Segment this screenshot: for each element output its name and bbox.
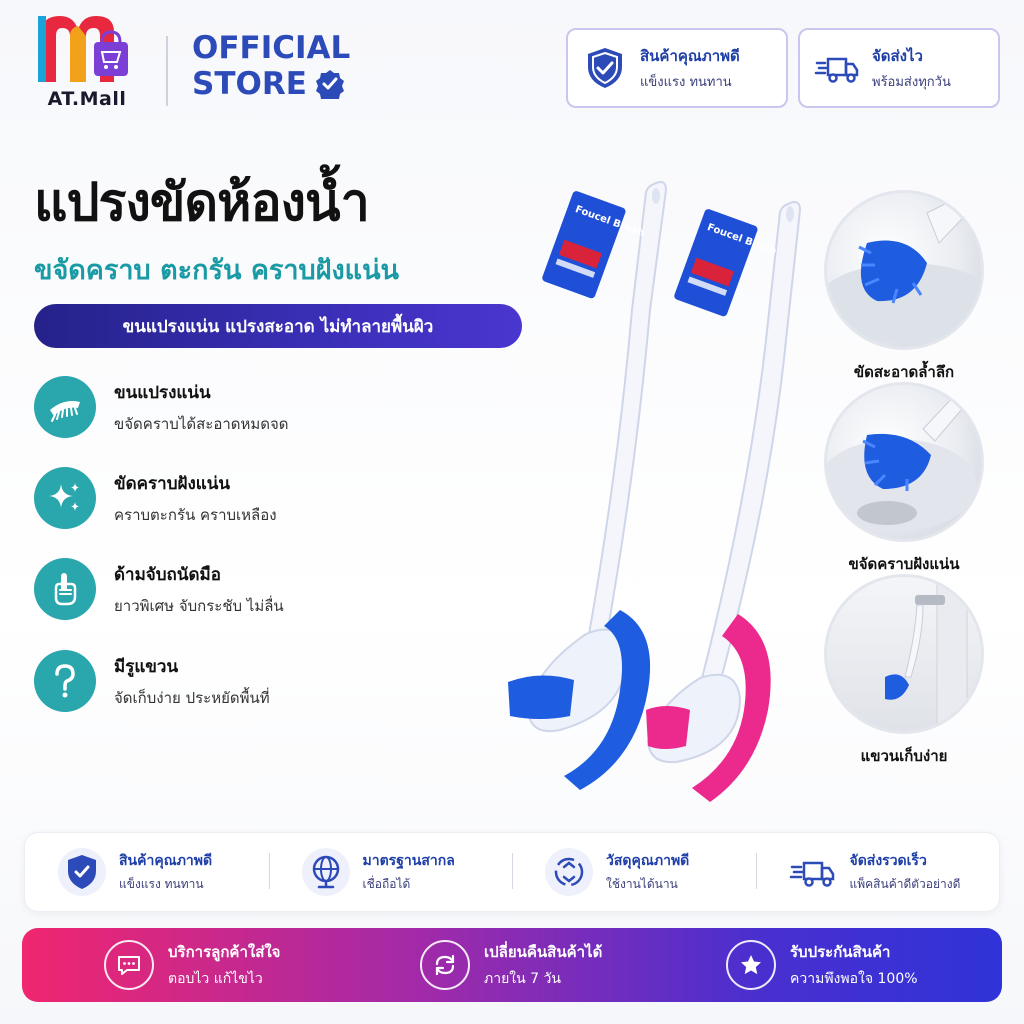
official-store-label: OFFICIAL STORE: [192, 30, 350, 102]
badge-standard: มาตรฐานสากล เชื่อถือได้: [268, 847, 513, 897]
feature-desc: ขจัดคราบได้สะอาดหมดจด: [114, 414, 289, 433]
badge-title: วัสดุคุณภาพดี: [606, 853, 690, 869]
badge-subtitle: เชื่อถือได้: [362, 877, 411, 891]
side-photo-remove-stains: ขจัดคราบฝังแน่น: [824, 382, 984, 576]
globe-icon: [301, 848, 350, 896]
feature-ergonomic-handle: ด้ามจับถนัดมือ ยาวพิเศษ จับกระชับ ไม่ลื่…: [34, 558, 284, 620]
hand-grip-icon: [54, 573, 77, 606]
recycle-icon: [545, 848, 593, 896]
top-card-title: สินค้าคุณภาพดี: [640, 47, 740, 65]
chat-icon: [118, 956, 140, 975]
badge-subtitle: ใช้งานได้นาน: [606, 877, 678, 891]
verified-check-icon: [315, 70, 344, 99]
brush-icon: [50, 401, 80, 422]
side-photo-deep-clean: ขัดสะอาดล้ำลึก: [824, 190, 984, 384]
feature-title: ขัดคราบฝังแน่น: [114, 473, 230, 494]
highlight-pill: ขนแปรงแน่น แปรงสะอาด ไม่ทำลายพื้นผิว: [34, 304, 522, 348]
feature-desc: จัดเก็บง่าย ประหยัดพื้นที่: [114, 688, 270, 707]
top-card-delivery: จัดส่งไว พร้อมส่งทุกวัน: [798, 28, 1000, 108]
service-bar: บริการลูกค้าใส่ใจ ตอบไว แก้ไขไว เปลี่ยนค…: [22, 928, 1002, 1002]
official-line2: STORE: [192, 66, 307, 102]
badge-material: วัสดุคุณภาพดี ใช้งานได้นาน: [512, 847, 756, 897]
side-photo-easy-hang: แขวนเก็บง่าย: [824, 574, 984, 768]
badge-quality: สินค้าคุณภาพดี แข็งแรง ทนทาน: [25, 847, 269, 897]
toilet-bowl-brush-image: [827, 193, 981, 343]
service-subtitle: ตอบไว แก้ไขไว: [168, 971, 263, 987]
service-subtitle: ภายใน 7 วัน: [484, 971, 561, 987]
pink-brush: Foucel Brush: [646, 201, 802, 802]
feature-desc: คราบตะกรัน คราบเหลือง: [114, 505, 277, 524]
side-photo-caption: ขัดสะอาดล้ำลึก: [853, 363, 955, 381]
feature-hanging-hole: มีรูแขวน จัดเก็บง่าย ประหยัดพื้นที่: [34, 650, 270, 712]
top-card-title: จัดส่งไว: [872, 47, 923, 65]
badge-fast-delivery: จัดส่งรวดเร็ว แพ็คสินค้าดีตัวอย่างดี: [755, 847, 1000, 897]
badge-subtitle: แข็งแรง ทนทาน: [119, 877, 204, 891]
service-subtitle: ความพึงพอใจ 100%: [790, 971, 918, 987]
product-brushes-image: Foucel Brush Foucel Brush: [508, 181, 802, 802]
delivery-truck-icon: [814, 57, 859, 83]
top-card-quality: สินค้าคุณภาพดี แข็งแรง ทนทาน: [566, 28, 788, 108]
product-headline: แปรงขัดห้องน้ำ: [34, 173, 370, 233]
side-photo-caption: แขวนเก็บง่าย: [860, 747, 948, 765]
feature-title: มีรูแขวน: [114, 656, 179, 677]
feature-dense-bristles: ขนแปรงแน่น ขจัดคราบได้สะอาดหมดจด: [34, 376, 289, 438]
quality-badge-bar: สินค้าคุณภาพดี แข็งแรง ทนทาน มาตรฐานสากล…: [24, 832, 1000, 912]
feature-desc: ยาวพิเศษ จับกระชับ ไม่ลื่น: [114, 596, 284, 615]
service-warranty: รับประกันสินค้า ความพึงพอใจ 100%: [696, 940, 1002, 990]
service-returns: เปลี่ยนคืนสินค้าได้ ภายใน 7 วัน: [380, 940, 696, 990]
store-logo[interactable]: AT.Mall: [28, 12, 146, 116]
top-card-subtitle: แข็งแรง ทนทาน: [640, 75, 732, 90]
refresh-icon: [435, 954, 455, 976]
feature-tough-stains: ขัดคราบฝังแน่น คราบตะกรัน คราบเหลือง: [34, 467, 277, 529]
service-customer-care: บริการลูกค้าใส่ใจ ตอบไว แก้ไขไว: [22, 940, 380, 990]
badge-title: สินค้าคุณภาพดี: [119, 853, 213, 869]
side-photo-caption: ขจัดคราบฝังแน่น: [848, 555, 960, 573]
badge-subtitle: แพ็คสินค้าดีตัวอย่างดี: [849, 877, 961, 891]
top-card-subtitle: พร้อมส่งทุกวัน: [872, 75, 951, 90]
product-subhead: ขจัดคราบ ตะกรัน คราบฝังแน่น: [34, 255, 400, 286]
toilet-rim-brush-image: [827, 392, 977, 531]
service-title: รับประกันสินค้า: [790, 943, 891, 961]
service-title: เปลี่ยนคืนสินค้าได้: [484, 943, 603, 961]
blue-brush: Foucel Brush: [508, 181, 668, 790]
official-line1: OFFICIAL: [192, 30, 351, 66]
shield-check-icon: [588, 48, 622, 88]
logo-text: AT.Mall: [47, 88, 127, 110]
delivery-truck-icon: [789, 861, 834, 887]
hook-icon: [55, 664, 75, 698]
feature-title: ขนแปรงแน่น: [114, 382, 211, 403]
shopping-bag-logo-icon: [38, 16, 128, 82]
badge-title: จัดส่งรวดเร็ว: [849, 853, 927, 869]
star-icon: [741, 955, 761, 975]
badge-title: มาตรฐานสากล: [362, 853, 455, 869]
header-divider: [166, 36, 168, 106]
shield-check-icon: [58, 848, 106, 896]
hanging-brush-image: [885, 577, 968, 731]
feature-title: ด้ามจับถนัดมือ: [114, 564, 221, 585]
service-title: บริการลูกค้าใส่ใจ: [168, 943, 281, 961]
sparkle-icon: [49, 483, 79, 511]
